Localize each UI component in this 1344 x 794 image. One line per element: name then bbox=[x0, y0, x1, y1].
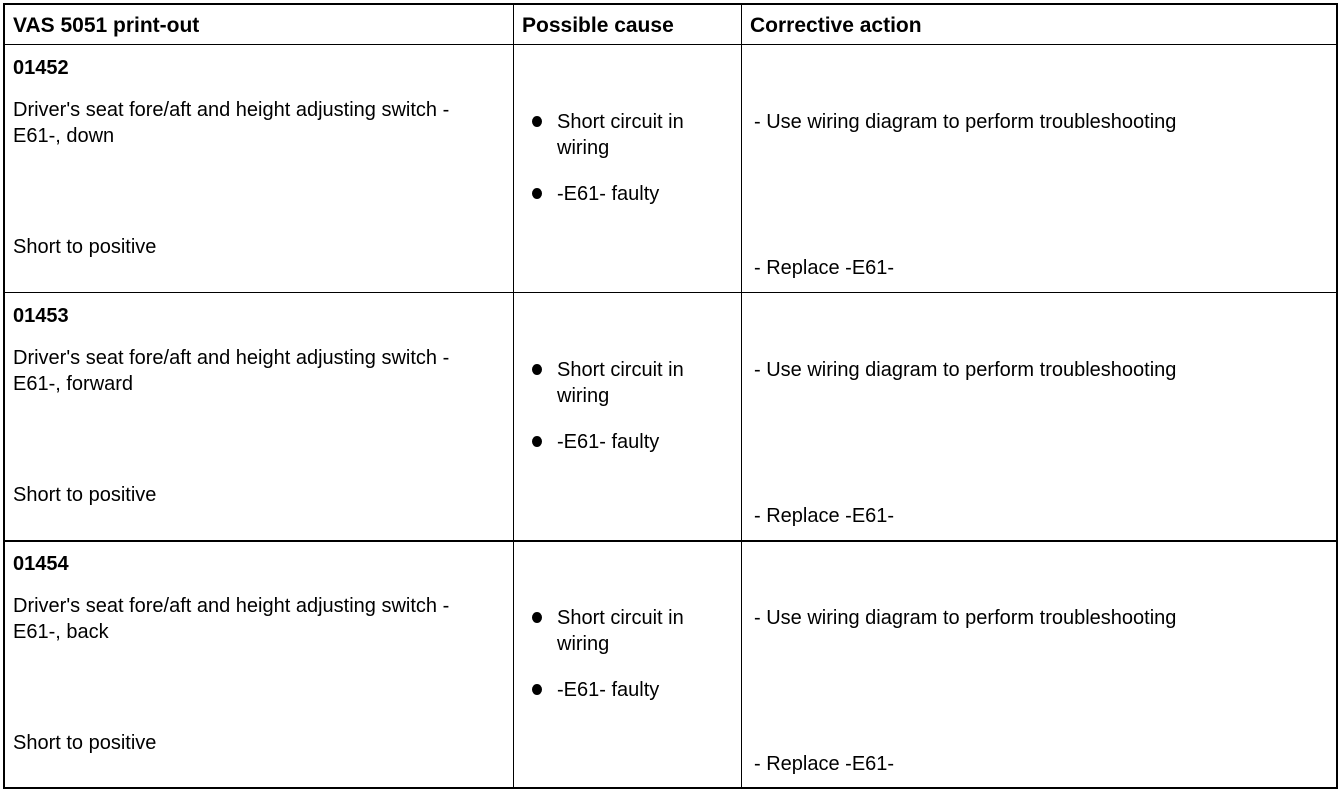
cause-text: Short circuit in wiring bbox=[557, 111, 684, 159]
column-divider bbox=[741, 5, 742, 787]
header-divider bbox=[5, 44, 1336, 45]
cause-text: -E61- faulty bbox=[557, 679, 660, 701]
cause-item: -E61- faulty bbox=[532, 429, 722, 455]
fault-description: Driver's seat fore/aft and height adjust… bbox=[13, 99, 450, 147]
corrective-action: - Replace -E61- bbox=[754, 753, 895, 775]
header-possible-cause: Possible cause bbox=[522, 14, 674, 37]
fault-code-table: VAS 5051 print-out Possible cause Correc… bbox=[3, 3, 1338, 789]
bullet-icon bbox=[532, 364, 542, 375]
bullet-icon bbox=[532, 116, 542, 127]
table-row: 01452 Driver's seat fore/aft and height … bbox=[5, 45, 1336, 293]
bullet-icon bbox=[532, 436, 542, 447]
cause-item: -E61- faulty bbox=[532, 677, 722, 703]
column-divider bbox=[513, 5, 514, 787]
cause-text: -E61- faulty bbox=[557, 431, 660, 453]
bullet-icon bbox=[532, 612, 542, 623]
row-divider bbox=[5, 292, 1336, 293]
bullet-icon bbox=[532, 188, 542, 199]
row-divider bbox=[5, 540, 1336, 542]
fault-description: Driver's seat fore/aft and height adjust… bbox=[13, 347, 450, 395]
cause-item: Short circuit in wiring bbox=[532, 357, 722, 409]
table-row: 01453 Driver's seat fore/aft and height … bbox=[5, 293, 1336, 541]
table-row: 01454 Driver's seat fore/aft and height … bbox=[5, 541, 1336, 789]
cause-text: Short circuit in wiring bbox=[557, 607, 684, 655]
fault-type: Short to positive bbox=[13, 236, 157, 258]
cause-item: Short circuit in wiring bbox=[532, 109, 722, 161]
fault-code: 01454 bbox=[13, 553, 69, 575]
fault-code: 01452 bbox=[13, 57, 69, 79]
corrective-action: - Replace -E61- bbox=[754, 257, 895, 279]
cause-item: -E61- faulty bbox=[532, 181, 722, 207]
fault-type: Short to positive bbox=[13, 732, 157, 754]
corrective-action: - Replace -E61- bbox=[754, 505, 895, 527]
cause-item: Short circuit in wiring bbox=[532, 605, 722, 657]
header-printout: VAS 5051 print-out bbox=[13, 14, 200, 37]
corrective-action: - Use wiring diagram to perform troubles… bbox=[754, 359, 1177, 381]
fault-type: Short to positive bbox=[13, 484, 157, 506]
header-corrective-action: Corrective action bbox=[750, 14, 922, 37]
fault-description: Driver's seat fore/aft and height adjust… bbox=[13, 595, 450, 643]
cause-text: Short circuit in wiring bbox=[557, 359, 684, 407]
corrective-action: - Use wiring diagram to perform troubles… bbox=[754, 111, 1177, 133]
fault-code: 01453 bbox=[13, 305, 69, 327]
corrective-action: - Use wiring diagram to perform troubles… bbox=[754, 607, 1177, 629]
bullet-icon bbox=[532, 684, 542, 695]
cause-text: -E61- faulty bbox=[557, 183, 660, 205]
